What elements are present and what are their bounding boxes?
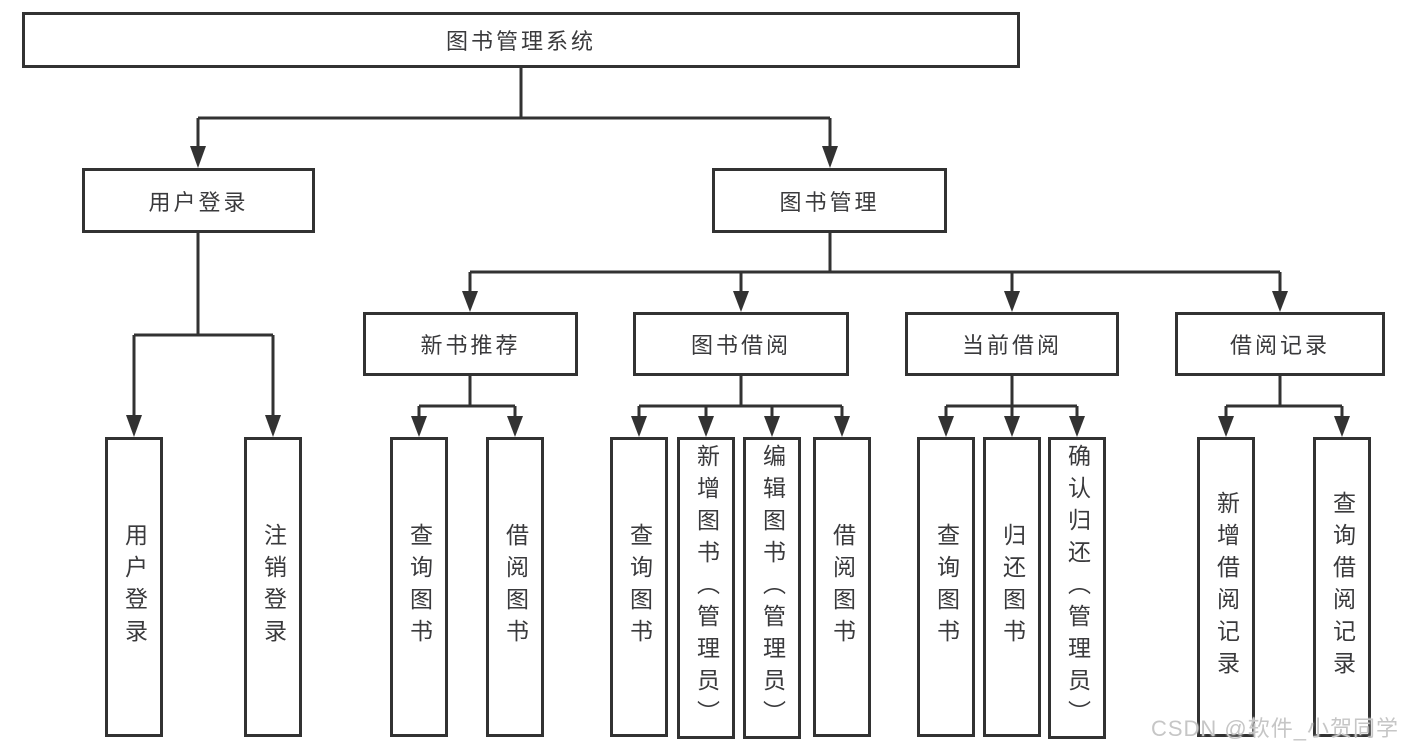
leaf-user-login: 用户登录 [105,437,163,737]
leaf-user-login-label: 用户登录 [121,523,148,651]
node-book-borrowing: 图书借阅 [633,312,849,376]
node-book-management-label: 图书管理 [779,189,880,215]
leaf-edit-book-admin: 编辑图书（管理员） [743,437,801,739]
leaf-return-book: 归还图书 [983,437,1041,737]
node-new-book-recommend: 新书推荐 [363,312,578,376]
leaf-query-books-recommend: 查询图书 [390,437,448,737]
leaf-query-books-borrowing: 查询图书 [610,437,668,737]
node-user-login-label: 用户登录 [148,189,249,215]
leaf-query-books-recommend-label: 查询图书 [406,523,433,651]
node-current-borrowing-label: 当前借阅 [961,333,1062,358]
leaf-query-borrow-record: 查询借阅记录 [1313,437,1371,737]
leaf-add-borrow-record-label: 新增借阅记录 [1213,491,1240,683]
leaf-add-book-admin: 新增图书（管理员） [677,437,735,739]
leaf-query-books-current-label: 查询图书 [933,523,960,651]
leaf-borrow-books-borrowing-label: 借阅图书 [829,523,856,651]
leaf-query-books-current: 查询图书 [917,437,975,737]
node-borrowing-records-label: 借阅记录 [1229,333,1330,358]
leaf-add-borrow-record: 新增借阅记录 [1197,437,1255,737]
leaf-query-books-borrowing-label: 查询图书 [626,523,653,651]
leaf-logout: 注销登录 [244,437,302,737]
leaf-return-book-label: 归还图书 [999,523,1026,651]
leaf-borrow-books-borrowing: 借阅图书 [813,437,871,737]
leaf-confirm-return-admin: 确认归还（管理员） [1048,437,1106,739]
node-current-borrowing: 当前借阅 [905,312,1119,376]
node-library-system: 图书管理系统 [22,12,1020,68]
arrowheads [126,146,1350,437]
node-user-login: 用户登录 [82,168,315,233]
csdn-watermark: CSDN @软件_小贺同学 [1150,716,1399,741]
leaf-query-borrow-record-label: 查询借阅记录 [1329,491,1356,683]
leaf-add-book-admin-label: 新增图书（管理员） [693,444,720,732]
node-borrowing-records: 借阅记录 [1175,312,1385,376]
leaf-borrow-books-recommend: 借阅图书 [486,437,544,737]
leaf-edit-book-admin-label: 编辑图书（管理员） [759,444,786,732]
node-library-system-label: 图书管理系统 [445,29,596,54]
leaf-logout-label: 注销登录 [260,523,287,651]
leaf-confirm-return-admin-label: 确认归还（管理员） [1064,444,1091,732]
node-book-borrowing-label: 图书借阅 [690,333,791,358]
node-book-management: 图书管理 [712,168,947,233]
node-new-book-recommend-label: 新书推荐 [420,333,521,358]
leaf-borrow-books-recommend-label: 借阅图书 [502,523,529,651]
